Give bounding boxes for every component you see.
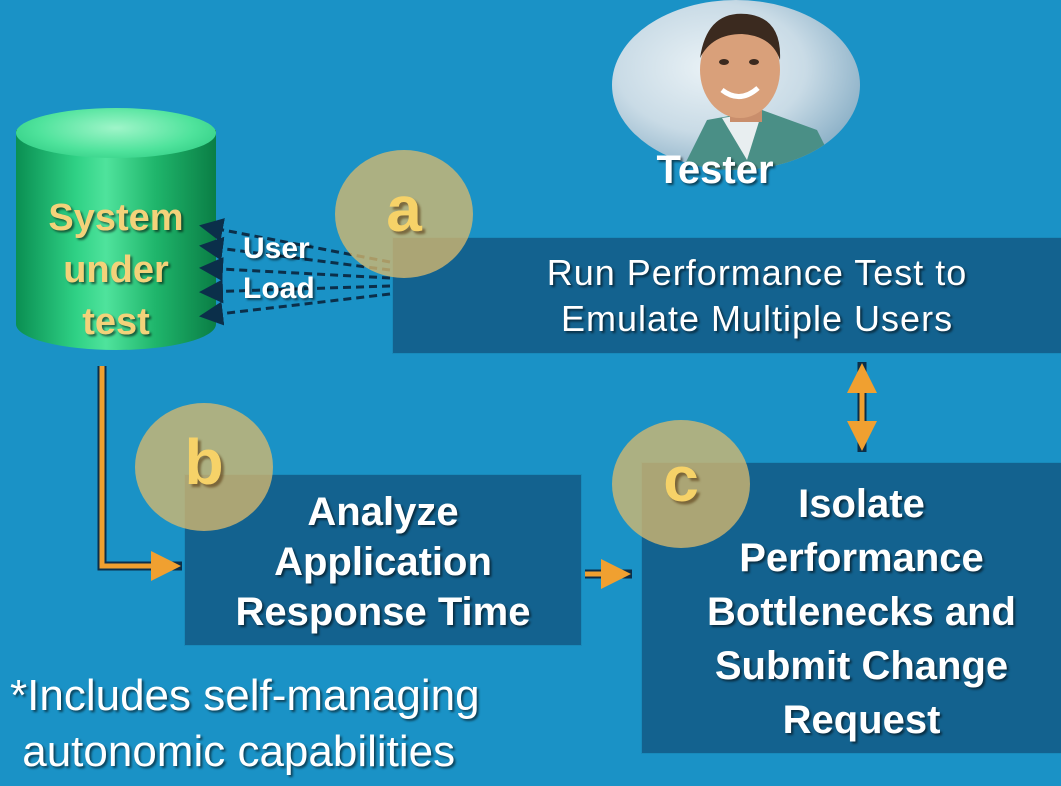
step-a-line-2: Emulate Multiple Users [560, 298, 954, 339]
footnote-line-1: *Includes self-managing [10, 671, 480, 720]
system-under-test-cylinder [16, 130, 216, 350]
footnote-line-2: autonomic capabilities [10, 727, 456, 776]
step-b-line-1: Analyze [307, 490, 459, 534]
footnote: *Includes self-managing autonomic capabi… [10, 668, 480, 780]
system-line-2: under [63, 249, 169, 291]
step-b-box: Analyze Application Response Time [185, 475, 581, 645]
step-b-badge: b [135, 403, 273, 531]
system-under-test-label: System under test [16, 192, 216, 348]
step-c-line-4: Submit Change [714, 644, 1009, 688]
step-c-line-5: Request [782, 698, 941, 742]
step-b-line-3: Response Time [235, 590, 531, 634]
system-line-1: System [48, 197, 184, 239]
tester-photo [612, 0, 860, 170]
step-c-line-3: Bottlenecks and [707, 590, 1016, 634]
step-a-box: Run Performance Test to Emulate Multiple… [393, 238, 1061, 353]
system-line-3: test [82, 301, 150, 343]
step-a-badge: a [335, 150, 473, 278]
cylinder-top [16, 108, 216, 158]
step-b-line-2: Application [274, 540, 492, 584]
step-c-badge: c [612, 420, 750, 548]
step-a-line-1: Run Performance Test to [546, 252, 968, 293]
user-label: User [243, 232, 310, 265]
tester-label: Tester [656, 148, 774, 192]
step-c-line-1: Isolate [798, 482, 925, 526]
load-label: Load [243, 272, 315, 305]
step-c-line-2: Performance [739, 536, 984, 580]
